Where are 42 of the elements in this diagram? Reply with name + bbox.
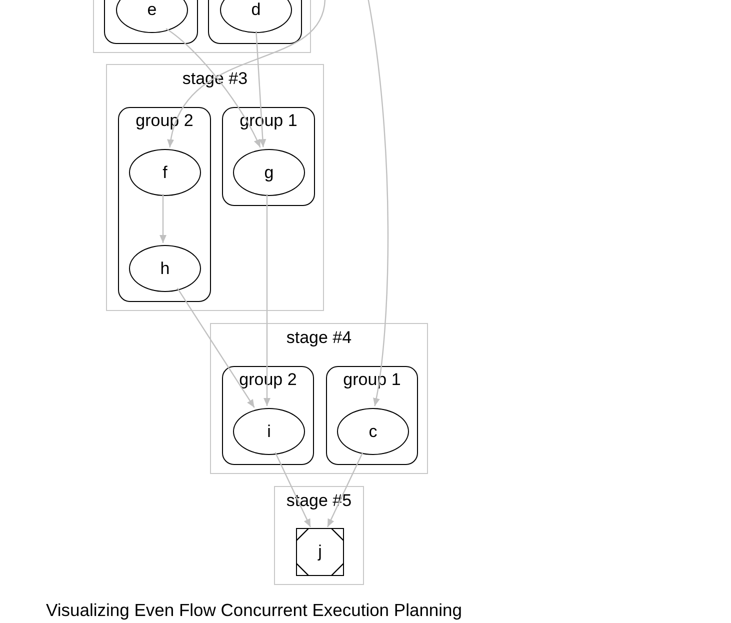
group-box bbox=[208, 0, 302, 44]
task-ellipse bbox=[233, 149, 305, 196]
stage-cluster bbox=[274, 486, 364, 585]
arrow bbox=[166, 28, 261, 148]
arrow bbox=[264, 194, 270, 406]
task-label: c bbox=[368, 422, 378, 442]
task-label: g bbox=[264, 162, 274, 182]
task-label: i bbox=[267, 422, 271, 442]
stage-cluster bbox=[106, 64, 324, 311]
task-ellipse bbox=[220, 0, 292, 33]
stage-label: stage #5 bbox=[285, 491, 353, 511]
group-label: group 1 bbox=[342, 370, 402, 390]
task-label: h bbox=[160, 258, 170, 278]
arrow bbox=[168, 0, 326, 148]
arrow bbox=[367, 0, 389, 406]
group-box bbox=[326, 366, 418, 465]
stage-cluster bbox=[93, 0, 311, 53]
arrow bbox=[274, 452, 312, 528]
arrow bbox=[160, 194, 166, 243]
group-box bbox=[222, 107, 315, 206]
task-label: f bbox=[162, 162, 168, 182]
task-ellipse bbox=[129, 245, 201, 292]
task-label: e bbox=[147, 0, 157, 20]
arrow bbox=[176, 288, 255, 408]
group-box bbox=[118, 107, 211, 302]
task-label: j bbox=[318, 542, 322, 562]
task-ellipse bbox=[129, 149, 201, 196]
task-octagon-box bbox=[296, 528, 344, 576]
group-box bbox=[104, 0, 198, 44]
group-label: group 2 bbox=[134, 111, 194, 131]
arrow bbox=[326, 452, 364, 528]
arrow bbox=[256, 30, 266, 148]
stage-label: stage #4 bbox=[285, 328, 353, 348]
stage-cluster bbox=[210, 323, 428, 474]
group-box bbox=[222, 366, 314, 465]
diagram-caption: Visualizing Even Flow Concurrent Execution Planning bbox=[46, 600, 462, 621]
group-label: group 1 bbox=[238, 111, 298, 131]
task-ellipse bbox=[337, 408, 409, 455]
task-ellipse bbox=[116, 0, 188, 33]
task-label: d bbox=[251, 0, 261, 20]
task-ellipse bbox=[233, 408, 305, 455]
group-label: group 2 bbox=[238, 370, 298, 390]
